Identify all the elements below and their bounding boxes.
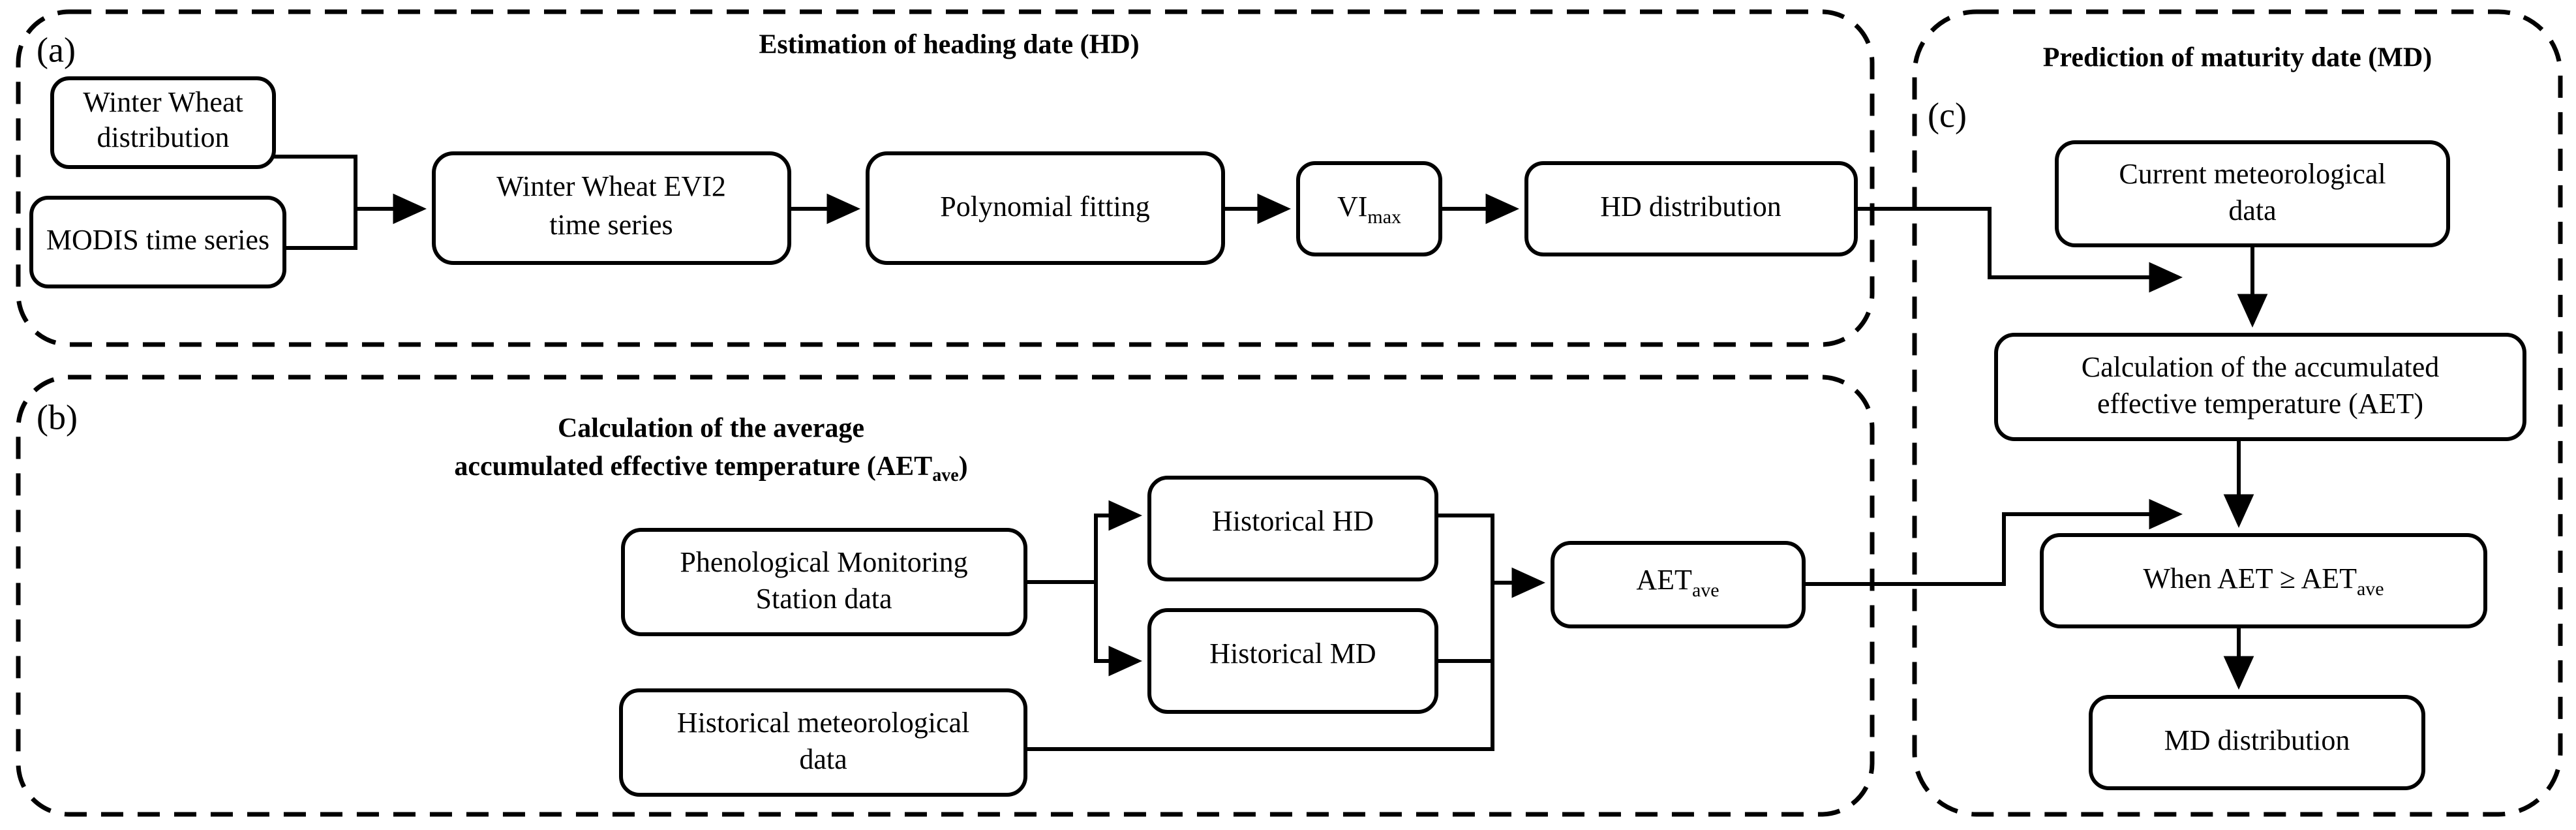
node-modis-time-series-label: MODIS time series	[46, 224, 269, 256]
node-historical-md-label: Historical MD	[1209, 638, 1376, 669]
node-winter-wheat-distribution-line1: Winter Wheat	[83, 86, 243, 118]
node-winter-wheat-evi2-line2: time series	[549, 209, 673, 241]
panel-a-tag: (a)	[37, 30, 76, 69]
connector-aet-ave-to-panel-c	[1804, 499, 2183, 586]
node-aet-ave-sub: ave	[1692, 579, 1720, 601]
panel-a-border	[16, 9, 1875, 347]
connector-historical-met-to-merge	[1025, 583, 1494, 751]
node-aet-ave-base: AET	[1636, 564, 1692, 596]
node-when-aet-condition[interactable]	[2040, 533, 2487, 628]
node-calculation-of-aet-line1: Calculation of the accumulated	[2082, 351, 2440, 383]
node-historical-met-line1: Historical meteorological	[677, 707, 969, 739]
panel-b-title-line2-sub: ave	[932, 465, 958, 485]
node-current-met-line2: data	[2228, 194, 2276, 226]
node-calculation-of-aet-line2: effective temperature (AET)	[2097, 388, 2423, 420]
node-phenological-monitoring-station-data[interactable]	[621, 528, 1027, 636]
panel-b-title-line2-pre: accumulated effective temperature (AET	[454, 452, 932, 482]
panel-c-title: Prediction of maturity date (MD)	[2043, 43, 2432, 73]
node-winter-wheat-evi2-line1: Winter Wheat EVI2	[496, 170, 726, 202]
node-historical-hd-label: Historical HD	[1212, 505, 1374, 537]
node-polynomial-fitting-label: Polynomial fitting	[940, 191, 1149, 223]
node-md-distribution-label: MD distribution	[2164, 724, 2350, 756]
node-vi-max-base: VI	[1337, 191, 1367, 223]
panel-b-title-line1: Calculation of the average	[558, 414, 864, 444]
panel-c-tag: (c)	[1928, 95, 1967, 134]
node-historical-meteorological-data[interactable]	[619, 688, 1027, 797]
node-when-aet-sub: ave	[2357, 578, 2384, 600]
node-md-distribution[interactable]	[2089, 695, 2425, 790]
node-winter-wheat-distribution-line2: distribution	[97, 121, 230, 153]
connector-hddist-to-panel-c	[1856, 207, 2183, 293]
node-winter-wheat-distribution[interactable]	[50, 76, 276, 169]
panel-b-border	[16, 375, 1875, 817]
node-when-aet-condition-label: When AET ≥ AETave	[2143, 562, 2384, 600]
node-modis-time-series[interactable]	[29, 196, 286, 288]
node-phenological-line1: Phenological Monitoring	[680, 546, 967, 578]
connector-modis-to-junction	[284, 209, 357, 250]
panel-b-title-line2-post: )	[959, 452, 968, 482]
connector-split-to-historical-hd	[1094, 500, 1143, 582]
node-vi-max-label: VImax	[1337, 191, 1401, 228]
connector-wwdist-to-junction	[274, 155, 357, 209]
panel-b-tag: (b)	[37, 397, 78, 437]
node-historical-hd[interactable]	[1147, 476, 1438, 581]
node-vi-max-sub: max	[1367, 206, 1401, 228]
panel-b-title-line2: accumulated effective temperature (AETav…	[454, 452, 967, 486]
node-calculation-of-aet[interactable]	[1994, 333, 2526, 441]
node-historical-met-line2: data	[799, 743, 847, 775]
node-aet-ave-label: AETave	[1636, 564, 1719, 601]
panel-a-title: Estimation of heading date (HD)	[759, 30, 1139, 60]
connector-split-to-historical-md	[1094, 582, 1143, 677]
connector-historical-hd-to-merge	[1436, 514, 1494, 583]
node-when-aet-pre: When AET ≥ AET	[2143, 562, 2357, 594]
panel-c-border	[1912, 9, 2563, 817]
connector-historical-md-to-merge	[1436, 583, 1494, 663]
node-phenological-line2: Station data	[756, 583, 892, 615]
node-hd-distribution-label: HD distribution	[1600, 191, 1781, 223]
node-current-met-line1: Current meteorological	[2119, 158, 2386, 190]
